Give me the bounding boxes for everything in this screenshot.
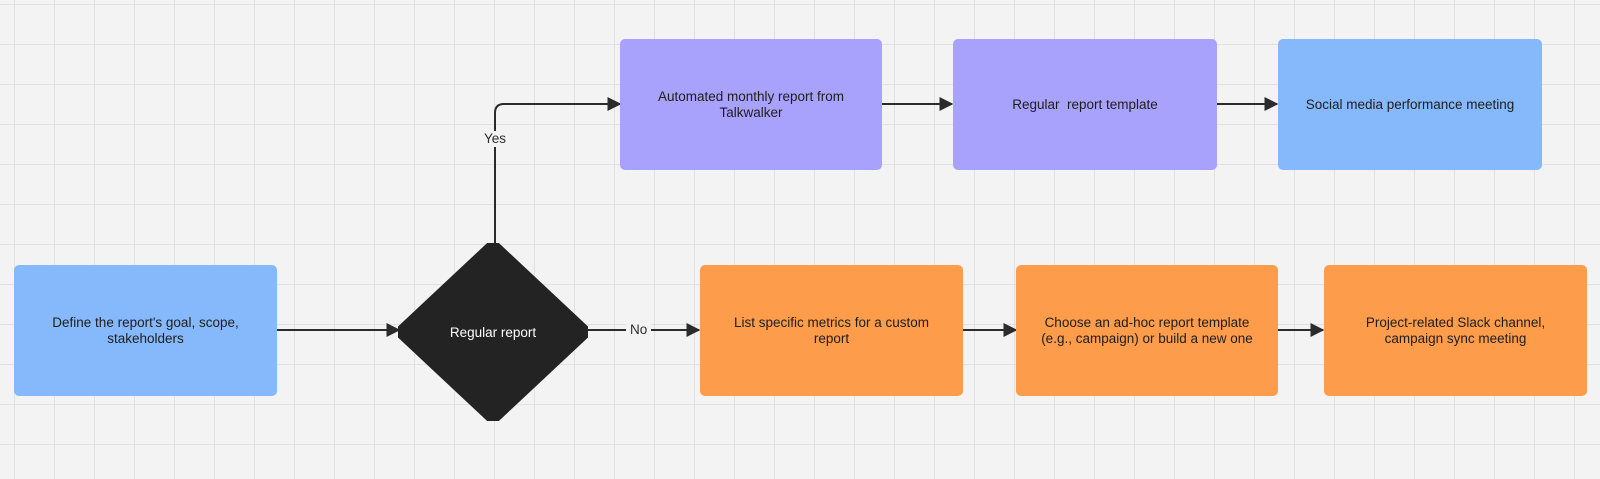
regular-template-node-label: Regular report template [1012,96,1158,112]
connector-decision-yes [494,97,622,243]
automated-report-node[interactable]: Automated monthly report from Talkwalker [620,39,882,170]
slack-channel-node-label: Project-related Slack channel, campaign … [1365,314,1546,346]
no-edge-label: No [626,322,652,338]
adhoc-template-node[interactable]: Choose an ad-hoc report template (e.g., … [1016,265,1278,396]
adhoc-template-node-label: Choose an ad-hoc report template (e.g., … [1041,314,1253,346]
regular-template-node[interactable]: Regular report template [953,39,1217,170]
slack-channel-node[interactable]: Project-related Slack channel, campaign … [1324,265,1587,396]
automated-report-node-label: Automated monthly report from Talkwalker [657,88,845,120]
decision-node-label: Regular report [449,324,537,340]
start-node-label: Define the report's goal, scope, stakeho… [52,314,239,346]
social-meeting-node[interactable]: Social media performance meeting [1278,39,1542,170]
list-metrics-node[interactable]: List specific metrics for a custom repor… [700,265,963,396]
decision-node[interactable]: Regular report [398,243,588,421]
decision-diamond-shape [398,243,588,421]
start-node[interactable]: Define the report's goal, scope, stakeho… [14,265,277,396]
list-metrics-node-label: List specific metrics for a custom repor… [733,314,930,346]
social-meeting-node-label: Social media performance meeting [1305,96,1515,112]
yes-edge-label: Yes [480,131,511,147]
